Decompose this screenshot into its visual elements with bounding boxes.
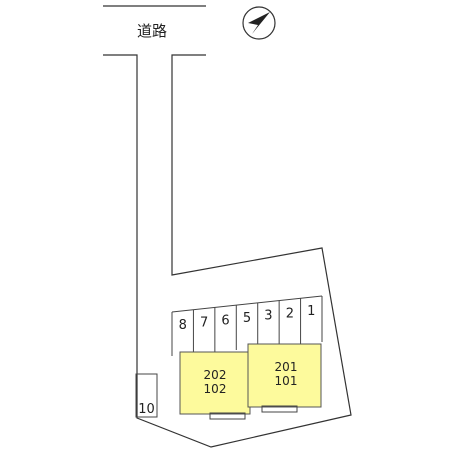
lot-boundary: [103, 54, 352, 448]
unit-202-label: 202: [204, 368, 227, 382]
parking-space-7-label: 7: [200, 316, 208, 331]
parking-row-edge: [171, 295, 323, 313]
parking-space-1-label: 1: [307, 304, 315, 319]
road-label: 道路: [137, 22, 167, 40]
parking-space-3-label: 3: [264, 309, 272, 324]
north-arrow-icon: [242, 6, 276, 40]
parking-space-2-label: 2: [286, 306, 294, 321]
entrance-step-east: [261, 405, 298, 413]
parking-space-6-label: 6: [221, 313, 229, 328]
parking-space-10: [135, 373, 158, 418]
unit-101-label: 101: [275, 374, 298, 388]
building-west: 202 102: [179, 351, 251, 415]
unit-102-label: 102: [204, 382, 227, 396]
entrance-step-west: [209, 412, 246, 420]
parking-space-8-label: 8: [179, 318, 187, 333]
building-east: 201 101: [247, 343, 322, 408]
unit-201-label: 201: [275, 360, 298, 374]
parking-space-5-label: 5: [243, 311, 251, 326]
parking-space-10-label: 10: [138, 402, 155, 417]
